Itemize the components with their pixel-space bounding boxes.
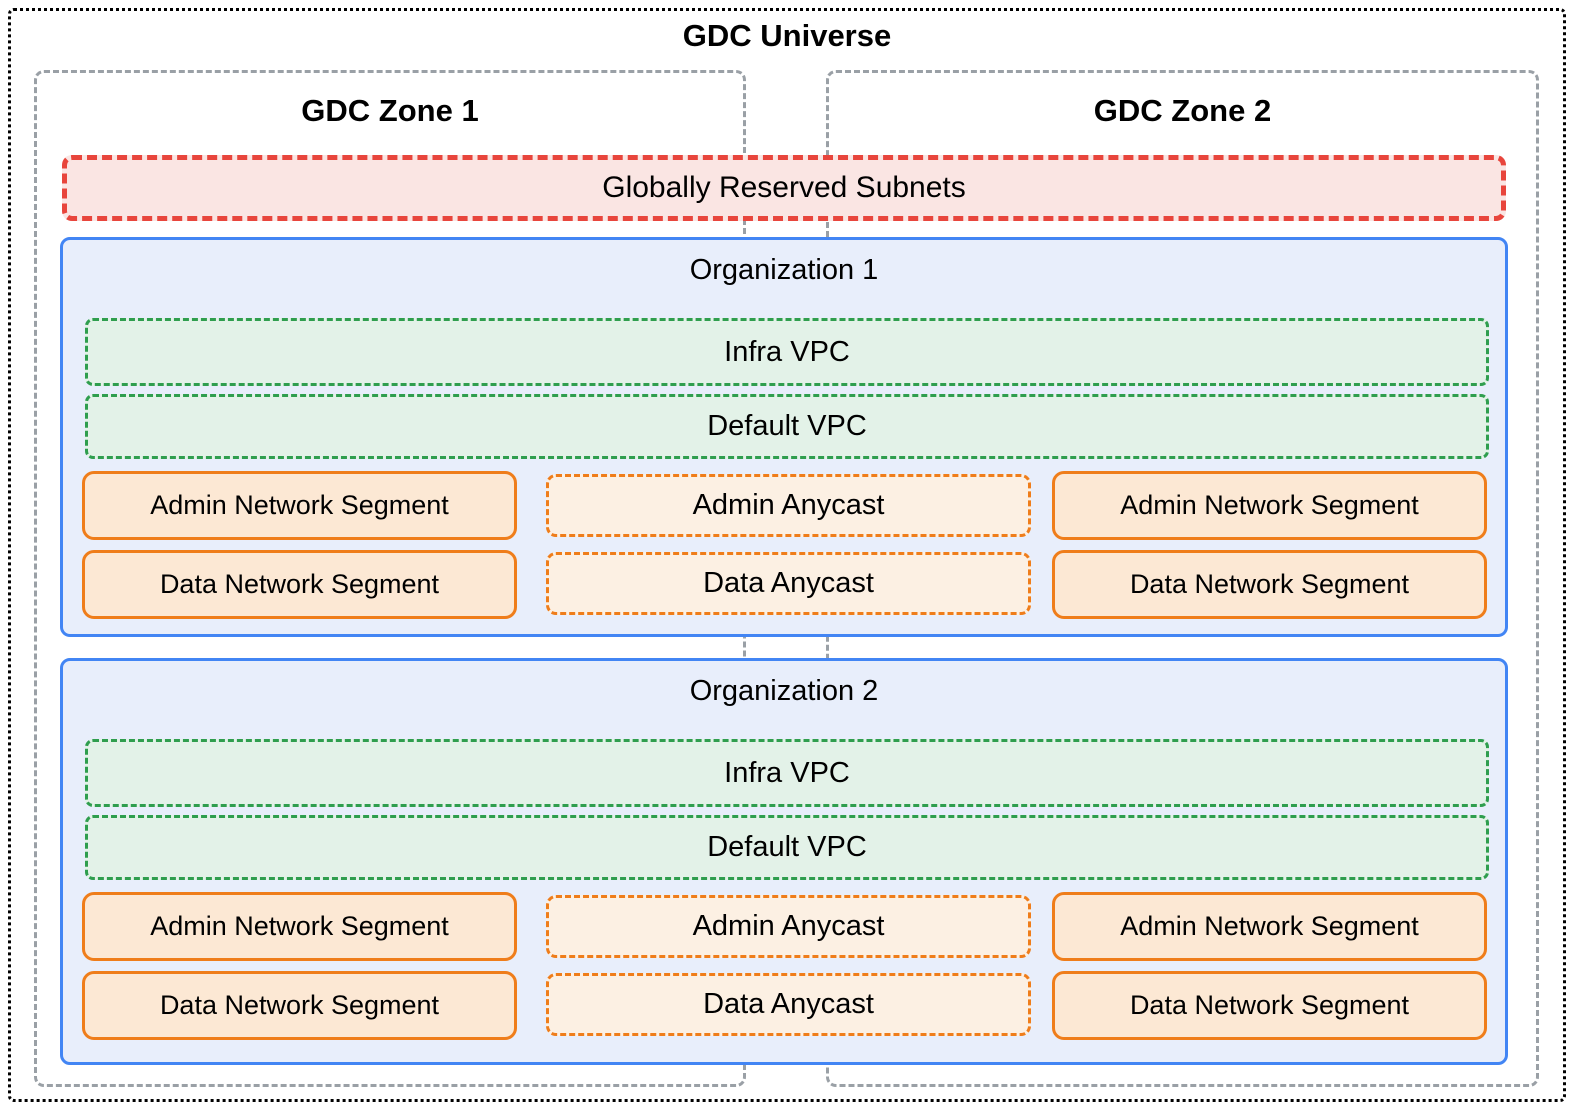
organization-1-data-network-segment-zone2: Data Network Segment (1052, 550, 1487, 619)
organization-2-admin-network-segment-zone1-label: Admin Network Segment (150, 911, 449, 941)
organization-2-data-anycast-box: Data Anycast (546, 973, 1031, 1036)
organization-2-default-vpc-label: Default VPC (707, 831, 867, 863)
organization-1-title: Organization 1 (689, 254, 879, 286)
organization-2-infra-vpc-label: Infra VPC (724, 756, 850, 789)
organization-1-data-anycast-box: Data Anycast (546, 552, 1031, 615)
organization-1-admin-network-segment-zone1: Admin Network Segment (82, 471, 517, 540)
organization-2-admin-anycast-box: Admin Anycast (546, 895, 1031, 958)
organization-2-admin-network-segment-zone1: Admin Network Segment (82, 892, 517, 961)
globally-reserved-subnets-box: Globally Reserved Subnets (62, 155, 1506, 221)
organization-2-data-network-segment-zone1-label: Data Network Segment (159, 990, 440, 1020)
organization-1-infra-vpc-box: Infra VPC (85, 318, 1489, 386)
organization-2-data-network-segment-zone2-label: Data Network Segment (1129, 990, 1410, 1020)
organization-1-admin-network-segment-zone2-label: Admin Network Segment (1120, 490, 1419, 520)
organization-2-admin-network-segment-zone2: Admin Network Segment (1052, 892, 1487, 961)
organization-2-data-network-segment-zone2: Data Network Segment (1052, 971, 1487, 1040)
organization-2-box: Organization 2 Infra VPC Default VPC Adm… (60, 658, 1508, 1065)
organization-2-data-network-segment-zone1: Data Network Segment (82, 971, 517, 1040)
zone-2-title: GDC Zone 2 (1093, 93, 1272, 128)
organization-1-admin-anycast-box: Admin Anycast (546, 474, 1031, 537)
organization-1-admin-network-segment-zone2: Admin Network Segment (1052, 471, 1487, 540)
organization-1-box: Organization 1 Infra VPC Default VPC Adm… (60, 237, 1508, 637)
organization-1-data-network-segment-zone1-label: Data Network Segment (159, 569, 440, 599)
organization-1-admin-network-segment-zone1-label: Admin Network Segment (150, 490, 449, 520)
organization-1-default-vpc-label: Default VPC (707, 410, 867, 442)
organization-2-infra-vpc-box: Infra VPC (85, 739, 1489, 807)
organization-1-default-vpc-box: Default VPC (85, 394, 1489, 459)
zone-1-title: GDC Zone 1 (301, 93, 479, 128)
universe-container (8, 8, 1566, 1102)
organization-2-admin-anycast-label: Admin Anycast (692, 910, 885, 942)
organization-1-data-network-segment-zone2-label: Data Network Segment (1129, 569, 1410, 599)
globally-reserved-subnets-label: Globally Reserved Subnets (602, 171, 966, 204)
organization-1-data-network-segment-zone1: Data Network Segment (82, 550, 517, 619)
organization-2-admin-network-segment-zone2-label: Admin Network Segment (1120, 911, 1419, 941)
organization-2-default-vpc-box: Default VPC (85, 815, 1489, 880)
organization-1-admin-anycast-label: Admin Anycast (692, 489, 885, 521)
organization-1-infra-vpc-label: Infra VPC (724, 335, 850, 368)
organization-2-data-anycast-label: Data Anycast (703, 988, 874, 1020)
organization-2-title: Organization 2 (689, 675, 879, 707)
organization-1-data-anycast-label: Data Anycast (703, 567, 874, 599)
universe-title: GDC Universe (682, 18, 892, 53)
